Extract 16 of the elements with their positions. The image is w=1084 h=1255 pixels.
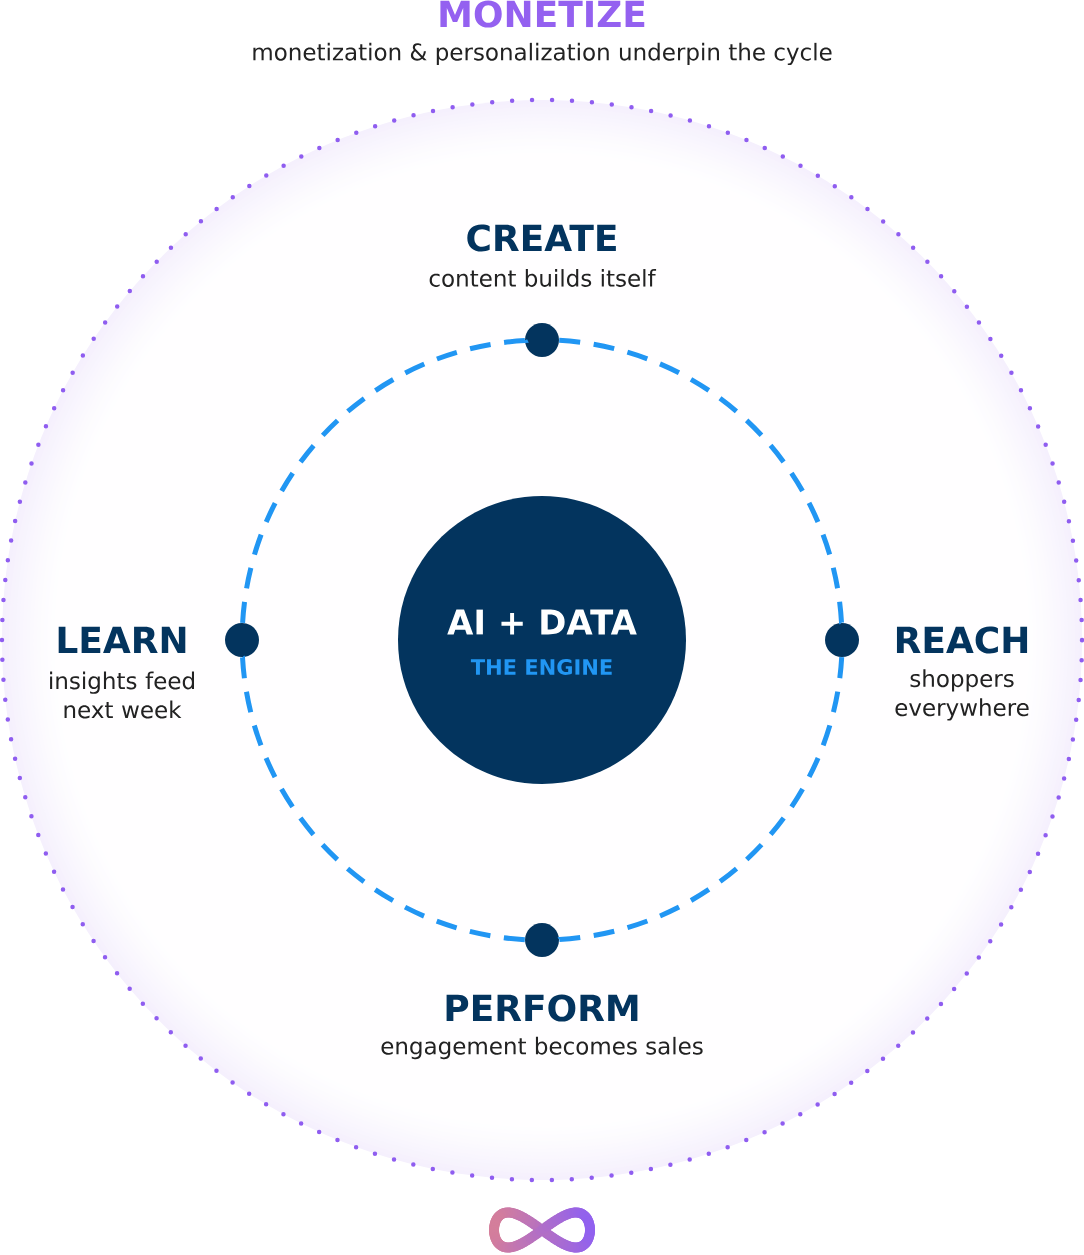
dashed-arc (556, 656, 845, 943)
heading: REACH (896, 626, 1028, 654)
heading: LEARN (58, 626, 186, 654)
description: engagement becomes sales (381, 1036, 703, 1060)
description: shoppers everywhere (895, 669, 1029, 721)
description: insights feed next week (50, 671, 194, 719)
heading: PERFORM (446, 994, 638, 1022)
title: MONETIZE (440, 0, 645, 28)
dashed-arc (558, 337, 845, 626)
circle-title: AI + DATA (447, 609, 637, 635)
description: content builds itself (429, 269, 657, 287)
circle-subtitle: THE ENGINE (470, 659, 612, 675)
dashed-arc (239, 654, 526, 943)
dashed-arc (240, 337, 528, 624)
subtitle: monetization & personalization underpin the cycle (253, 42, 832, 66)
heading: CREATE (467, 224, 616, 252)
